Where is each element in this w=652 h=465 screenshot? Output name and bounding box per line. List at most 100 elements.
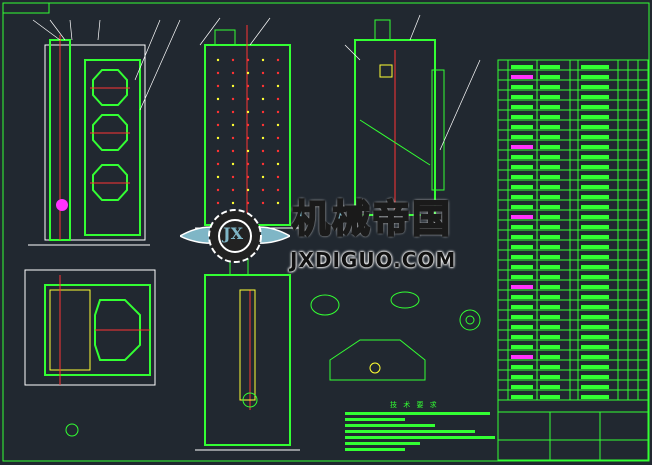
parts-cell-text [540, 395, 560, 399]
tube-hole-mark [246, 149, 250, 153]
parts-cell-text [581, 385, 609, 389]
parts-cell-text [581, 95, 609, 99]
tube-hole-mark [231, 71, 235, 75]
parts-cell-text [511, 155, 533, 159]
parts-cell-text [511, 295, 533, 299]
parts-cell-text [540, 115, 560, 119]
tube-hole-mark [261, 136, 265, 140]
parts-cell-text [540, 145, 560, 149]
tube-hole-mark [276, 188, 280, 192]
tube-hole-mark [216, 123, 220, 127]
parts-cell-text [511, 245, 533, 249]
tube-hole-mark [261, 175, 265, 179]
requirement-line [345, 424, 435, 427]
technical-requirements-title: 技 术 要 求 [390, 401, 439, 409]
tube-hole-mark [246, 71, 250, 75]
parts-cell-text [511, 265, 533, 269]
parts-cell-text [511, 355, 533, 359]
parts-cell-text [581, 175, 609, 179]
parts-cell-text [511, 135, 533, 139]
parts-cell-text [581, 115, 609, 119]
parts-cell-text [540, 275, 560, 279]
parts-cell-text [581, 245, 609, 249]
parts-cell-text [540, 295, 560, 299]
parts-cell-text [540, 305, 560, 309]
parts-cell-text [581, 185, 609, 189]
tube-hole-mark [216, 58, 220, 62]
parts-cell-text [540, 385, 560, 389]
parts-cell-text [511, 75, 533, 79]
requirement-line [345, 430, 475, 433]
parts-cell-text [540, 85, 560, 89]
tube-hole-mark [246, 136, 250, 140]
parts-cell-text [581, 215, 609, 219]
tube-hole-mark [246, 201, 250, 205]
parts-cell-text [581, 75, 609, 79]
parts-cell-text [540, 135, 560, 139]
parts-cell-text [581, 375, 609, 379]
parts-cell-text [511, 95, 533, 99]
parts-cell-text [540, 125, 560, 129]
tube-hole-mark [216, 84, 220, 88]
parts-cell-text [511, 175, 533, 179]
tube-hole-mark [246, 110, 250, 114]
parts-cell-text [540, 215, 560, 219]
tube-hole-mark [276, 84, 280, 88]
parts-cell-text [540, 175, 560, 179]
parts-cell-text [540, 375, 560, 379]
parts-cell-text [511, 165, 533, 169]
parts-cell-text [581, 85, 609, 89]
tube-hole-mark [276, 97, 280, 101]
parts-cell-text [581, 325, 609, 329]
parts-cell-text [581, 265, 609, 269]
parts-cell-text [540, 65, 560, 69]
tube-hole-mark [231, 84, 235, 88]
parts-cell-text [540, 365, 560, 369]
tube-hole-mark [216, 201, 220, 205]
parts-cell-text [540, 155, 560, 159]
front-view [28, 35, 150, 246]
parts-cell-text [511, 285, 533, 289]
parts-cell-text [581, 275, 609, 279]
parts-cell-text [511, 105, 533, 109]
tube-hole-mark [231, 136, 235, 140]
parts-cell-text [511, 275, 533, 279]
tube-hole-mark [246, 97, 250, 101]
tube-hole-mark [261, 58, 265, 62]
parts-cell-text [581, 205, 609, 209]
parts-cell-text [540, 105, 560, 109]
watermark-logo: JX 机械帝国 JXDIGUO.COM [180, 197, 480, 274]
parts-cell-text [511, 315, 533, 319]
tube-hole-mark [231, 58, 235, 62]
requirement-line [345, 412, 490, 415]
watermark-chinese-text: 机械帝国 [291, 197, 453, 241]
parts-cell-text [581, 155, 609, 159]
parts-list-rows [498, 60, 648, 400]
parts-cell-text [540, 315, 560, 319]
tube-hole-mark [246, 188, 250, 192]
parts-cell-text [511, 325, 533, 329]
tube-hole-mark [261, 162, 265, 166]
parts-cell-text [581, 235, 609, 239]
parts-cell-text [511, 365, 533, 369]
parts-cell-text [540, 75, 560, 79]
tube-hole-mark [231, 162, 235, 166]
requirement-line [345, 436, 495, 439]
parts-cell-text [581, 105, 609, 109]
tube-hole-mark [231, 188, 235, 192]
tube-hole-mark [231, 175, 235, 179]
parts-cell-text [511, 185, 533, 189]
parts-cell-text [581, 255, 609, 259]
tube-hole-mark [246, 162, 250, 166]
parts-cell-text [581, 335, 609, 339]
tube-hole-mark [261, 123, 265, 127]
tube-hole-mark [276, 175, 280, 179]
parts-cell-text [540, 205, 560, 209]
tube-hole-mark [231, 201, 235, 205]
requirement-line [345, 442, 420, 445]
title-block [497, 399, 649, 461]
parts-cell-text [511, 215, 533, 219]
parts-cell-text [511, 195, 533, 199]
